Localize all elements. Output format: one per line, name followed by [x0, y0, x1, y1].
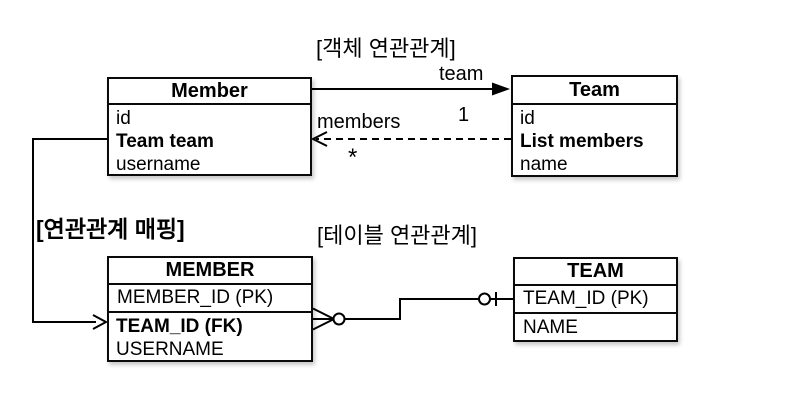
- team-table-name-row: NAME: [523, 317, 578, 338]
- team-association-label: team: [439, 63, 484, 85]
- members-cardinality-label: *: [348, 144, 358, 171]
- team-cardinality-label: 1: [458, 104, 470, 126]
- member-to-team-arrowhead-icon: [492, 82, 510, 96]
- mapping-connector-arrowhead-icon: [92, 314, 109, 330]
- member-side-optional-circle-icon: [332, 312, 346, 326]
- member-table-fk-row: TEAM_ID (FK): [116, 316, 243, 337]
- member-table-box: MEMBER MEMBER_ID (PK) TEAM_ID (FK) USERN…: [107, 256, 313, 362]
- team-table-pk-row: TEAM_ID (PK): [515, 286, 676, 314]
- member-field-username: username: [116, 154, 201, 175]
- member-field-id: id: [116, 108, 131, 129]
- member-table-fields: TEAM_ID (FK) USERNAME: [109, 313, 311, 361]
- table-relation-line: [344, 298, 479, 320]
- team-table-box: TEAM TEAM_ID (PK) NAME: [513, 257, 678, 342]
- member-table-title: MEMBER: [109, 258, 311, 285]
- team-field-id: id: [520, 108, 535, 129]
- team-class-fields: id List members name: [513, 105, 676, 176]
- table-relation-section-title: [테이블 연관관계]: [317, 223, 478, 248]
- mapping-section-title: [연관관계 매핑]: [36, 216, 185, 242]
- member-table-pk-row: MEMBER_ID (PK): [109, 285, 311, 313]
- member-class-box: Member id Team team username: [107, 77, 312, 176]
- team-field-name: name: [520, 154, 568, 175]
- member-field-team: Team team: [116, 131, 214, 152]
- members-association-label: members: [317, 111, 401, 133]
- team-class-title: Team: [513, 77, 676, 105]
- member-table-username-row: USERNAME: [116, 339, 224, 360]
- member-crowsfoot-icon: [312, 307, 335, 331]
- object-relation-section-title: [객체 연관관계]: [316, 36, 456, 61]
- team-class-box: Team id List members name: [511, 75, 678, 177]
- mapping-connector-line: [32, 138, 107, 323]
- member-class-title: Member: [109, 79, 310, 105]
- member-class-fields: id Team team username: [109, 105, 310, 176]
- team-field-members: List members: [520, 131, 644, 152]
- team-table-title: TEAM: [515, 259, 676, 286]
- team-side-optional-circle-icon: [478, 292, 491, 306]
- team-side-one-bar-icon: [490, 292, 513, 306]
- team-to-member-arrowhead-icon: [310, 131, 328, 147]
